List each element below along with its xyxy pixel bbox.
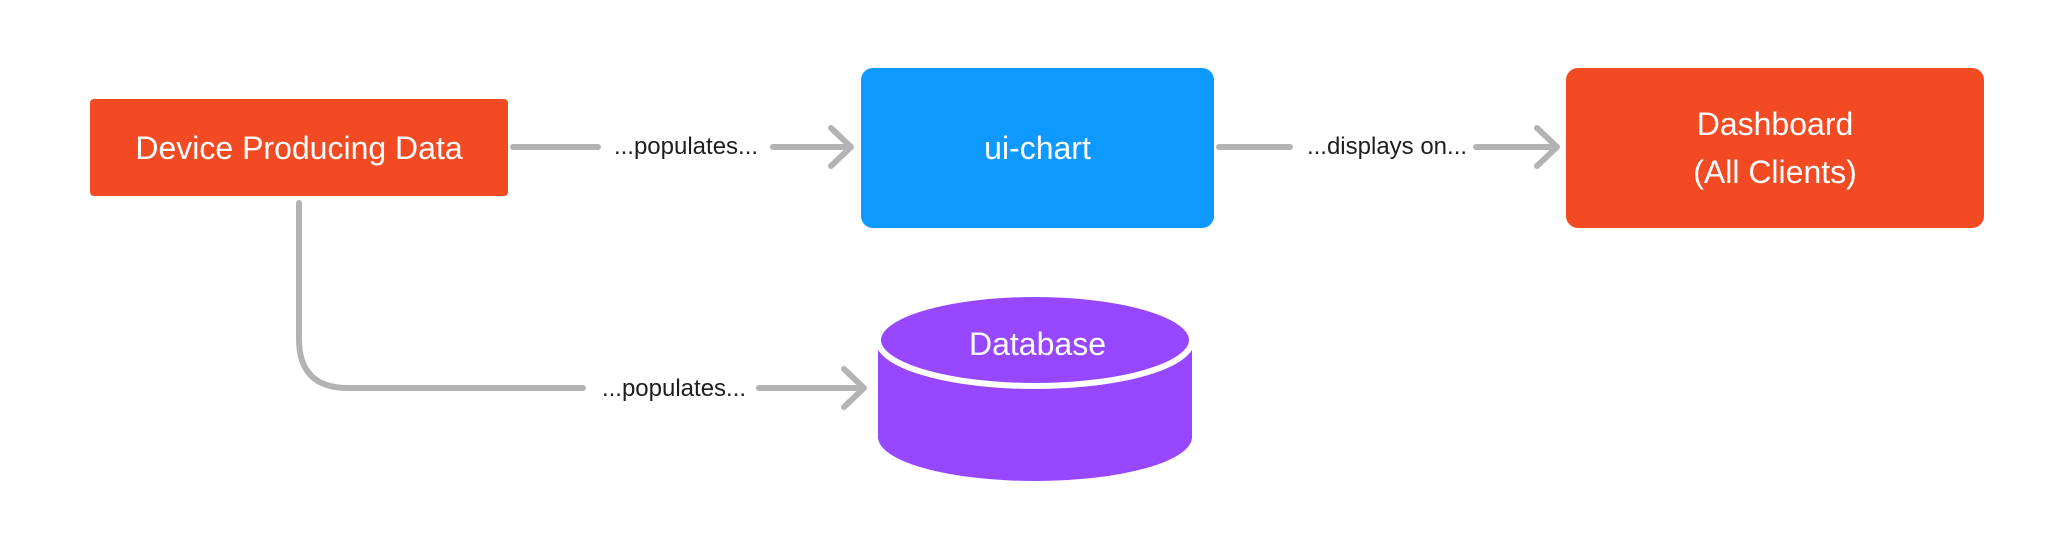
database-cylinder-top: [875, 291, 1195, 389]
node-dashboard-label-line2: (All Clients): [1693, 154, 1857, 190]
node-device-producing-data: Device Producing Data: [90, 99, 508, 196]
arrowhead-chart-to-dashboard: [1534, 125, 1560, 169]
node-database-label: Database: [969, 326, 1106, 362]
database-cylinder: [875, 291, 1195, 481]
arrowhead-device-to-database: [841, 366, 867, 410]
connector-device-to-database-segment-1: [296, 200, 586, 391]
edge-label-chart-to-dashboard: ...displays on...: [1306, 133, 1468, 160]
arrowhead-device-to-chart: [828, 125, 854, 169]
edge-label-device-to-chart: ...populates...: [613, 133, 759, 160]
edge-label-device-to-database: ...populates...: [601, 375, 747, 402]
node-chart-label: ui-chart: [984, 130, 1091, 166]
node-device-label: Device Producing Data: [135, 129, 463, 166]
node-dashboard: Dashboard (All Clients): [1566, 68, 1984, 228]
node-ui-chart: ui-chart: [861, 68, 1214, 228]
node-dashboard-label-line1: Dashboard: [1696, 106, 1854, 142]
